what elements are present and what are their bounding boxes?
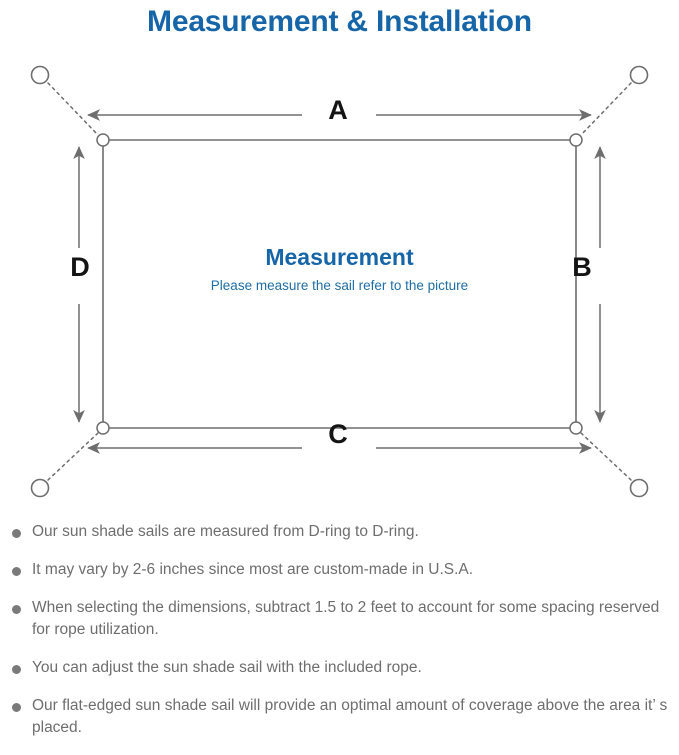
anchor-point-top-left (30, 65, 50, 85)
diagram-svg (30, 65, 649, 498)
d-ring-top-left (96, 133, 110, 147)
note-text: Our sun shade sails are measured from D-… (32, 523, 419, 540)
rope-line-top-right (580, 82, 632, 136)
anchor-point-bottom-right (629, 478, 649, 498)
sail-rectangle (102, 139, 577, 429)
dimension-label-b: B (572, 252, 592, 282)
diagram-center-title: Measurement (265, 244, 414, 270)
list-item: When selecting the dimensions, subtract … (0, 597, 679, 641)
bullet-icon (12, 703, 21, 712)
list-item: Our flat-edged sun shade sail will provi… (0, 695, 679, 739)
d-ring-top-right (569, 133, 583, 147)
note-text: Our flat-edged sun shade sail will provi… (32, 697, 668, 736)
rope-line-bottom-right (580, 432, 632, 481)
dimension-label-a: A (328, 95, 348, 125)
d-ring-bottom-right (569, 421, 583, 435)
anchor-point-top-right (629, 65, 649, 85)
notes-list: Our sun shade sails are measured from D-… (0, 521, 679, 755)
note-text: It may vary by 2-6 inches since most are… (32, 561, 474, 578)
page-root: Measurement & Installation (0, 5, 679, 736)
bullet-icon (12, 567, 21, 576)
d-ring-bottom-left (96, 421, 110, 435)
diagram-center-subtitle: Please measure the sail refer to the pic… (210, 278, 469, 293)
measurement-diagram: Measurement Please measure the sail refe… (0, 52, 679, 512)
list-item: You can adjust the sun shade sail with t… (0, 657, 679, 679)
note-text: When selecting the dimensions, subtract … (32, 599, 660, 638)
list-item: Our sun shade sails are measured from D-… (0, 521, 679, 543)
bullet-icon (12, 665, 21, 674)
anchor-point-bottom-left (30, 478, 50, 498)
page-title: Measurement & Installation (147, 5, 532, 38)
rope-line-bottom-left (47, 432, 99, 481)
dimension-label-d: D (70, 252, 90, 282)
bullet-icon (12, 529, 21, 538)
rope-line-top-left (47, 82, 99, 136)
list-item: It may vary by 2-6 inches since most are… (0, 559, 679, 581)
dimension-label-c: C (328, 419, 348, 449)
bullet-icon (12, 605, 21, 614)
note-text: You can adjust the sun shade sail with t… (32, 659, 422, 676)
